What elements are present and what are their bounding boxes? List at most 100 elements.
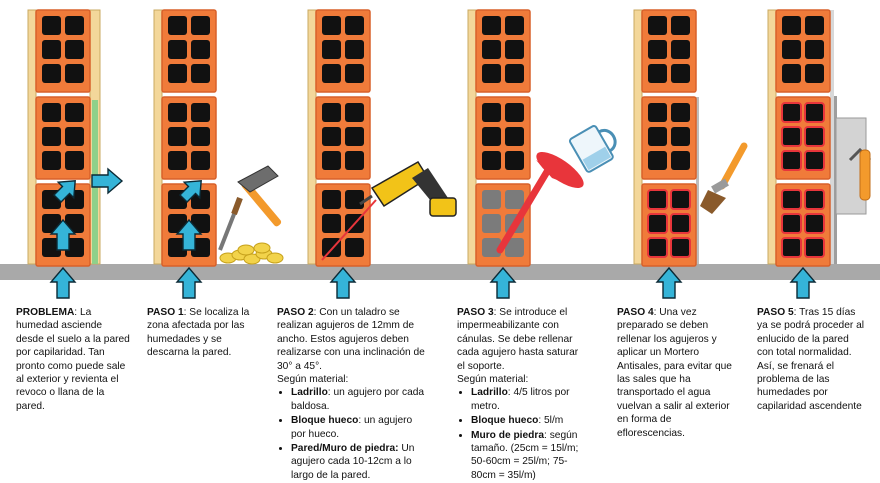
brick-hole [322, 64, 341, 83]
plaster-left [307, 9, 317, 265]
jug-liquid [582, 146, 612, 171]
step-title: PASO 1 [147, 307, 184, 318]
brick-hole [670, 189, 691, 210]
material-detail: : 4/5 litros por metro. [471, 387, 570, 412]
arrow-up-icon [175, 218, 203, 251]
brick-hole [805, 16, 824, 35]
hammer-handle [241, 180, 282, 227]
brick-hole [648, 64, 667, 83]
brick-hole [42, 238, 61, 257]
illustration-strip [0, 9, 880, 299]
step-paso3: PASO 3: Se introduce el impermeabilizant… [457, 306, 587, 483]
brick-hole [505, 103, 524, 122]
brush-bristles [700, 190, 726, 214]
brick-hole [482, 127, 501, 146]
plaster-left [633, 9, 643, 265]
jug-handle [598, 128, 617, 153]
brick-hole [782, 64, 801, 83]
brick-hole [505, 151, 524, 170]
materials-heading: Según material: [277, 374, 349, 386]
brick-hole [505, 127, 524, 146]
step-text: : Una vez preparado se deben rellenar lo… [617, 307, 732, 439]
brick-hole [191, 103, 210, 122]
step-text: : Se introduce el impermeabilizante con … [457, 307, 579, 372]
brick-hole [65, 190, 84, 209]
brick-hole [647, 237, 668, 258]
brick-hole [345, 64, 364, 83]
step-title: PASO 4 [617, 307, 654, 318]
brick-hole [322, 40, 341, 59]
brick-hole [482, 16, 501, 35]
brick-hole [191, 190, 210, 209]
material-name: Ladrillo [291, 387, 328, 399]
material-detail: : según tamaño. (25cm = 15l/m; 50-60cm =… [471, 429, 579, 481]
step-title: PASO 5 [757, 307, 794, 318]
brick-hole [65, 127, 84, 146]
brick-hole [781, 189, 802, 210]
wall-panel-0 [27, 9, 101, 299]
rubble-piece [253, 242, 271, 254]
brick-hole [65, 64, 84, 83]
arrow-diagonal-shape [178, 180, 202, 204]
brick-hole [671, 127, 690, 146]
plaster-left [27, 9, 37, 265]
arrow-up-icon [489, 266, 517, 299]
brick-hole [805, 40, 824, 59]
brick-hole [168, 16, 187, 35]
brick-hole [65, 151, 84, 170]
materials-heading: Según material: [457, 374, 529, 386]
brick-hole [671, 16, 690, 35]
hammer-icon [237, 165, 282, 227]
brick-hole [647, 189, 668, 210]
material-detail: : un agujero por hueco. [291, 415, 413, 440]
brick-hole [648, 151, 667, 170]
step-paso2: PASO 2: Con un taladro se realizan aguje… [277, 306, 429, 483]
brick-hole [345, 151, 364, 170]
hammer-head [237, 165, 279, 193]
brick-hole [482, 214, 501, 233]
ground-strip [0, 264, 880, 280]
brick-hole [671, 40, 690, 59]
brick-hole [191, 16, 210, 35]
brick-hole [345, 103, 364, 122]
brick-hole [42, 127, 61, 146]
brick-hole [648, 103, 667, 122]
brick-hole [647, 213, 668, 234]
step-text: : Tras 15 días ya se podrá proceder al e… [757, 307, 865, 412]
brick-hole [482, 151, 501, 170]
brick-hole [804, 213, 825, 234]
material-item: Bloque hueco: un agujero por hueco. [291, 414, 429, 441]
rubble-piece [266, 252, 284, 264]
plaster-left [153, 9, 163, 265]
brick-hole [670, 237, 691, 258]
brick-hole [648, 127, 667, 146]
brick-hole [671, 103, 690, 122]
brick-hole [345, 238, 364, 257]
brick-hole [482, 64, 501, 83]
brick-hole [805, 64, 824, 83]
brick-hole [42, 40, 61, 59]
funnel-tube [496, 166, 552, 254]
brick-hole [505, 190, 524, 209]
material-name: Muro de piedra [471, 429, 545, 441]
arrow-up-icon [329, 266, 357, 299]
arrow-up-icon [49, 218, 77, 251]
trowel-icon [835, 117, 872, 215]
brick-hole [671, 151, 690, 170]
funnel-icon [496, 151, 584, 254]
material-name: Pared/Muro de piedra: [291, 443, 399, 455]
step-text: : Con un taladro se realizan agujeros de… [277, 307, 425, 372]
step-text: : La humedad asciende desde el suelo a l… [16, 307, 130, 412]
brick-hole [168, 127, 187, 146]
brick-hole [191, 151, 210, 170]
brick-hole [505, 16, 524, 35]
brick-hole [191, 64, 210, 83]
wall-panel-4 [633, 9, 699, 299]
arrow-diagonal-icon [178, 180, 202, 204]
brick-hole [804, 237, 825, 258]
brick-hole [804, 102, 825, 123]
brick-hole [482, 40, 501, 59]
arrow-up-icon [175, 266, 203, 299]
brick-hole [42, 151, 61, 170]
arrow-up-icon [789, 266, 817, 299]
